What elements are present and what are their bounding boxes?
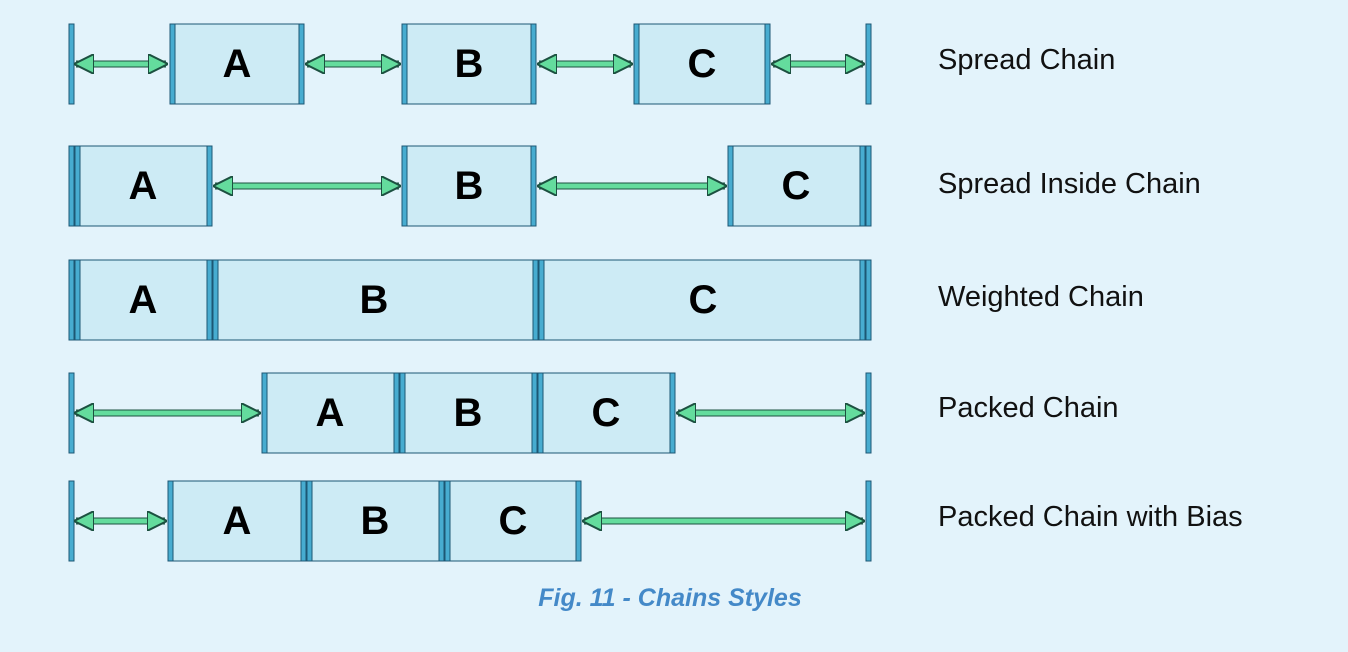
box-c: C	[633, 23, 771, 105]
box-letter: A	[223, 499, 252, 543]
parent-edge-left	[68, 23, 75, 105]
parent-edge-left	[68, 145, 75, 227]
box-b: B	[306, 480, 445, 562]
row-label-spread-chain: Spread Chain	[938, 44, 1116, 76]
box-letter: B	[360, 278, 389, 322]
row-spread-chain: A B C	[68, 23, 872, 105]
box-letter: C	[499, 499, 528, 543]
row-spread-inside-chain: A B C	[68, 145, 872, 227]
box-letter: B	[361, 499, 390, 543]
box-letter: A	[223, 42, 252, 86]
box-b: B	[401, 23, 537, 105]
box-b: B	[401, 145, 537, 227]
row-packed-chain: A B C	[68, 372, 872, 454]
box-a: A	[74, 145, 213, 227]
box-letter: A	[129, 278, 158, 322]
box-letter: A	[316, 391, 345, 435]
box-c: C	[727, 145, 866, 227]
box-a: A	[167, 480, 307, 562]
row-label-spread-inside-chain: Spread Inside Chain	[938, 168, 1201, 200]
box-c: C	[538, 259, 866, 341]
parent-edge-left	[68, 259, 75, 341]
box-b: B	[399, 372, 538, 454]
row-label-weighted-chain: Weighted Chain	[938, 281, 1144, 313]
figure-caption: Fig. 11 - Chains Styles	[538, 584, 802, 612]
row-packed-chain-with-bias: A B C	[68, 480, 872, 562]
box-letter: B	[454, 391, 483, 435]
box-letter: A	[129, 164, 158, 208]
row-label-packed-chain: Packed Chain	[938, 392, 1119, 424]
parent-edge-left	[68, 372, 75, 454]
box-letter: C	[689, 278, 718, 322]
box-c: C	[537, 372, 676, 454]
box-b: B	[212, 259, 539, 341]
parent-edge-right	[865, 480, 872, 562]
row-label-packed-chain-with-bias: Packed Chain with Bias	[938, 501, 1243, 533]
box-letter: B	[455, 42, 484, 86]
parent-edge-right	[865, 259, 872, 341]
box-letter: C	[688, 42, 717, 86]
box-letter: C	[782, 164, 811, 208]
box-letter: C	[592, 391, 621, 435]
parent-edge-right	[865, 145, 872, 227]
parent-edge-right	[865, 23, 872, 105]
parent-edge-left	[68, 480, 75, 562]
box-a: A	[169, 23, 305, 105]
box-c: C	[444, 480, 582, 562]
box-letter: B	[455, 164, 484, 208]
box-a: A	[261, 372, 400, 454]
row-weighted-chain: A B C	[68, 259, 872, 341]
box-a: A	[74, 259, 213, 341]
parent-edge-right	[865, 372, 872, 454]
